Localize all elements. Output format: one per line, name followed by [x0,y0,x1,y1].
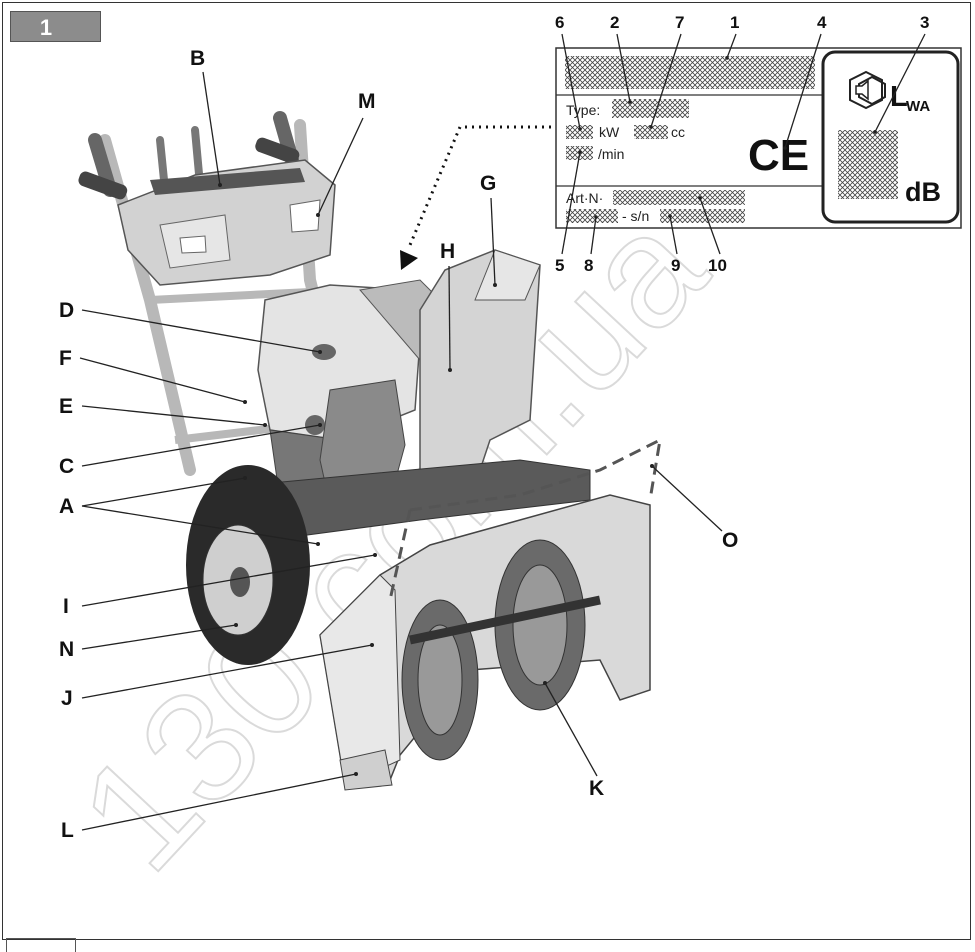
plate-rpm-label: /min [598,146,624,162]
label-L: L [61,819,74,842]
plate-number-8: 8 [584,256,593,275]
label-A: A [59,495,74,518]
label-F: F [59,347,72,370]
label-N: N [59,638,74,661]
plate-number-5: 5 [555,256,564,275]
label-O: O [722,529,738,552]
plate-field-power [566,125,593,139]
label-K: K [589,777,604,800]
rating-plate: Type: kW cc /min CE Art·N· - s/n L WA dB… [555,13,962,275]
label-D: D [59,299,74,322]
db-label: dB [905,177,941,207]
next-figure-stub [6,938,76,952]
plate-number-10: 10 [708,256,727,275]
plate-number-4: 4 [817,13,827,32]
plate-field-noise-level [838,130,898,199]
plate-number-2: 2 [610,13,619,32]
plate-kw-label: kW [599,124,620,140]
figure-number: 1 [39,15,53,40]
label-J: J [61,687,73,710]
plate-field-displacement [634,125,668,139]
lwa-label: L [890,81,908,113]
label-E: E [59,395,73,418]
plate-number-6: 6 [555,13,564,32]
plate-sn-label: - s/n [622,208,649,224]
label-G: G [480,172,496,195]
label-M: M [358,90,376,113]
plate-number-7: 7 [675,13,684,32]
ce-mark: CE [748,131,809,180]
figure-frame [2,2,971,940]
figure-number-badge: 1 [10,11,101,42]
plate-field-serial [660,209,745,223]
plate-type-label: Type: [566,102,600,118]
label-I: I [63,595,69,618]
part-labels: B M G H D F E C A I N J L K O [59,47,738,842]
plate-pointer-arrow [400,125,565,270]
sound-power-icon [849,70,886,110]
lwa-subscript: WA [906,98,930,115]
plate-cc-label: cc [671,124,685,140]
plate-field-manufacturer [565,56,815,89]
snow-thrower-illustration [78,111,662,791]
plate-number-1: 1 [730,13,739,32]
plate-number-9: 9 [671,256,680,275]
plate-art-label: Art·N· [566,190,603,206]
label-H: H [440,240,455,263]
plate-field-type [612,99,689,118]
label-C: C [59,455,74,478]
plate-field-year [566,209,618,223]
plate-field-article [613,190,745,205]
label-B: B [190,47,205,70]
plate-number-3: 3 [920,13,929,32]
